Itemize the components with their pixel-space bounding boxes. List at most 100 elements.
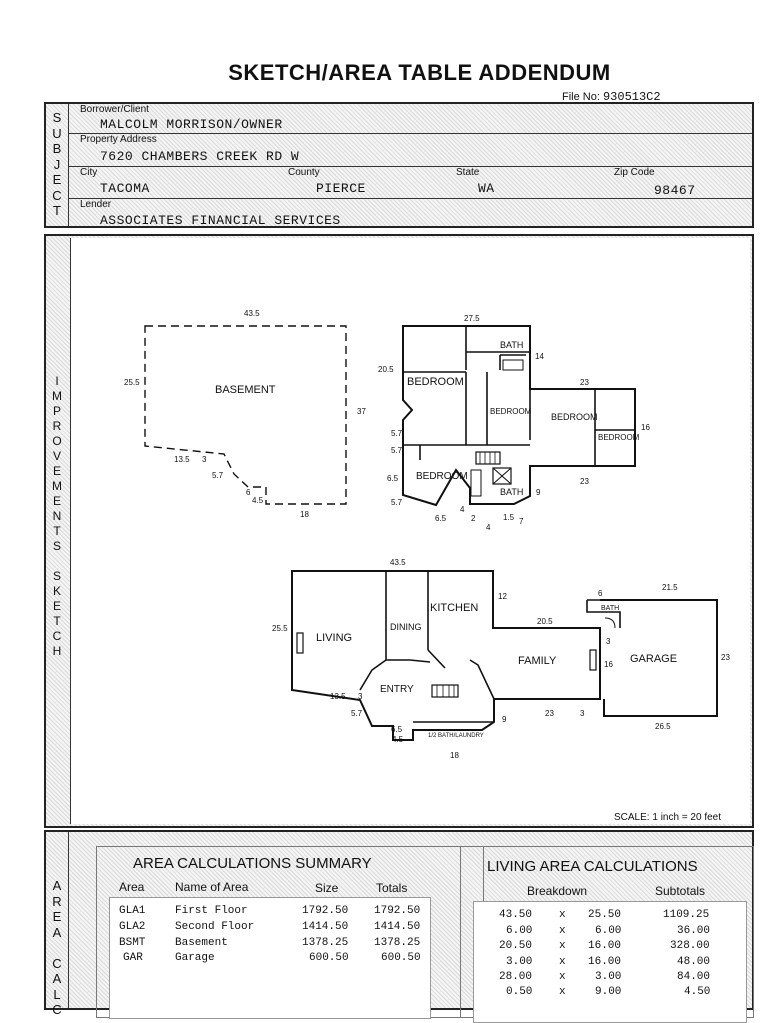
living-row-a: 6.00 <box>506 925 533 937</box>
svg-text:4.5: 4.5 <box>392 735 404 744</box>
county-value: PIERCE <box>316 181 366 196</box>
svg-text:16: 16 <box>641 423 650 432</box>
sketch-side-label: I M P R O V E M E N T S S K E T C H <box>52 374 62 658</box>
area-summary-title: AREA CALCULATIONS SUMMARY <box>133 855 372 872</box>
svg-text:9: 9 <box>502 715 507 724</box>
svg-text:20.5: 20.5 <box>378 365 394 374</box>
summary-row-code: GLA2 <box>119 921 146 933</box>
summary-header-totals: Totals <box>376 881 408 895</box>
svg-text:18: 18 <box>450 751 459 760</box>
summary-row-size: 1378.25 <box>302 937 349 949</box>
svg-text:3: 3 <box>606 637 611 646</box>
living-row-sub: 4.50 <box>684 986 711 998</box>
living-row-sub: 1109.25 <box>663 909 710 921</box>
sketch-area <box>70 238 750 824</box>
svg-text:LIVING: LIVING <box>316 632 352 644</box>
lender-label: Lender <box>80 199 112 210</box>
borrower-value: MALCOLM MORRISON/OWNER <box>100 117 283 132</box>
svg-text:9: 9 <box>536 488 541 497</box>
summary-row-size: 600.50 <box>309 952 349 964</box>
svg-text:BATH: BATH <box>500 340 523 350</box>
subject-side-label: S U B J E C T <box>52 110 62 218</box>
svg-text:25.5: 25.5 <box>124 378 140 387</box>
svg-text:14: 14 <box>535 352 544 361</box>
svg-text:4: 4 <box>486 523 491 532</box>
summary-header-area: Area <box>119 880 145 894</box>
lender-value: ASSOCIATES FINANCIAL SERVICES <box>100 213 341 228</box>
svg-text:23: 23 <box>580 378 589 387</box>
summary-row-code: BSMT <box>119 937 146 949</box>
living-row-x: x <box>559 971 566 983</box>
svg-text:23: 23 <box>545 709 554 718</box>
svg-text:BEDROOM: BEDROOM <box>416 471 468 482</box>
summary-row-size: 1414.50 <box>302 921 349 933</box>
page-title: SKETCH/AREA TABLE ADDENDUM <box>228 60 611 85</box>
svg-text:7: 7 <box>519 517 524 526</box>
area-calc-panel: A R E A C A L C AREA CALCULATIONS SUMMAR… <box>44 830 754 1023</box>
summary-row-name: Second Floor <box>175 921 255 933</box>
summary-header-name: Name of Area <box>175 880 249 894</box>
svg-text:BATH: BATH <box>601 605 619 612</box>
first-floor-outline <box>291 570 601 741</box>
living-row-x: x <box>559 925 566 937</box>
svg-text:BATH: BATH <box>500 487 523 497</box>
basement-outline <box>144 325 347 505</box>
living-row-x: x <box>559 940 566 952</box>
svg-text:FAMILY: FAMILY <box>518 655 557 667</box>
svg-text:13.5: 13.5 <box>330 692 346 701</box>
summary-row-total: 1378.25 <box>374 937 421 949</box>
file-number-label: File No: <box>562 91 600 103</box>
area-calc-side-label: A R E A C A L C <box>52 878 62 1017</box>
svg-text:18: 18 <box>300 510 309 519</box>
svg-text:21.5: 21.5 <box>662 583 678 592</box>
svg-text:BEDROOM: BEDROOM <box>598 433 640 442</box>
county-label: County <box>288 167 320 178</box>
address-label: Property Address <box>80 134 157 145</box>
living-row-a: 28.00 <box>499 971 533 983</box>
zip-value: 98467 <box>654 183 696 198</box>
summary-row-code: GAR <box>123 952 143 964</box>
living-header-subtotals: Subtotals <box>655 884 706 898</box>
living-row-sub: 48.00 <box>677 956 711 968</box>
living-row-x: x <box>559 909 566 921</box>
living-row-b: 25.50 <box>588 909 622 921</box>
svg-text:23: 23 <box>721 653 730 662</box>
svg-text:3: 3 <box>358 692 363 701</box>
area-summary-box: AREA CALCULATIONS SUMMARY Area Name of A… <box>96 846 484 1019</box>
svg-text:5.7: 5.7 <box>391 498 403 507</box>
svg-text:43.5: 43.5 <box>390 558 406 567</box>
svg-text:6.5: 6.5 <box>391 725 403 734</box>
living-row-b: 3.00 <box>595 971 622 983</box>
second-floor-outline <box>402 325 636 507</box>
svg-text:BEDROOM: BEDROOM <box>407 376 464 388</box>
svg-text:27.5: 27.5 <box>464 314 480 323</box>
living-header-breakdown: Breakdown <box>527 884 588 898</box>
living-row-x: x <box>559 956 566 968</box>
svg-text:BEDROOM: BEDROOM <box>490 407 532 416</box>
living-row-a: 20.50 <box>499 940 533 952</box>
svg-text:2: 2 <box>471 514 476 523</box>
living-row-x: x <box>559 986 566 998</box>
garage-outline <box>600 599 718 717</box>
svg-text:6.5: 6.5 <box>387 474 399 483</box>
subject-panel: S U B J E C T Borrower/Client MALCOLM MO… <box>44 102 754 228</box>
state-label: State <box>456 167 480 178</box>
living-row-a: 0.50 <box>506 986 533 998</box>
svg-text:6: 6 <box>246 488 251 497</box>
living-row-a: 3.00 <box>506 956 533 968</box>
summary-row-code: GLA1 <box>119 905 146 917</box>
living-row-sub: 36.00 <box>677 925 711 937</box>
file-number-value: 930513C2 <box>602 90 661 104</box>
summary-header-size: Size <box>315 881 339 895</box>
svg-text:GARAGE: GARAGE <box>630 653 677 665</box>
summary-row-name: First Floor <box>175 905 248 917</box>
svg-text:DINING: DINING <box>390 622 422 632</box>
floor-plan-sketch: BASEMENT 43.5 25.5 37 13.5 3 5.7 6 4.5 1… <box>124 309 730 760</box>
summary-row-name: Garage <box>175 952 215 964</box>
svg-text:23: 23 <box>580 477 589 486</box>
svg-text:5.7: 5.7 <box>212 471 224 480</box>
svg-text:13.5: 13.5 <box>174 455 190 464</box>
svg-text:KITCHEN: KITCHEN <box>430 602 478 614</box>
svg-text:BEDROOM: BEDROOM <box>551 412 598 422</box>
svg-text:16: 16 <box>604 660 613 669</box>
